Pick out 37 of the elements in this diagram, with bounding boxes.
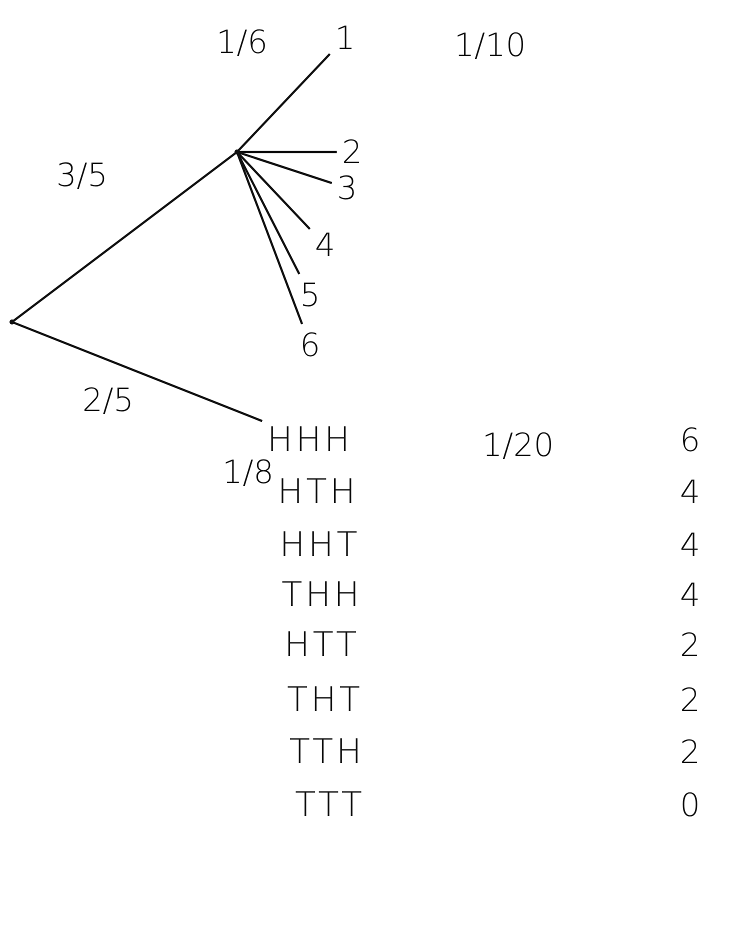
coin-outcome: THH	[280, 576, 364, 614]
coin-outcome: HTH	[276, 473, 360, 511]
coin-outcome: HTT	[282, 626, 362, 664]
probability-label: 1/20	[482, 429, 554, 461]
branch-line	[236, 152, 304, 324]
coin-outcome: HHH	[265, 421, 355, 459]
edge-label: 2/5	[82, 384, 134, 416]
branch-line	[236, 151, 311, 230]
edge-label: 3/5	[56, 159, 108, 191]
coin-outcome: TTT	[292, 786, 368, 824]
branch-point	[10, 320, 14, 324]
die-outcome: 5	[298, 277, 322, 313]
die-outcome: 6	[298, 327, 322, 363]
probability-label: 2	[680, 629, 700, 661]
coin-outcome: TTH	[287, 733, 367, 771]
probability-label: 6	[680, 424, 700, 456]
branch-line	[12, 320, 263, 422]
probability-label: 1/8	[222, 456, 274, 488]
die-outcome: 4	[312, 227, 338, 263]
edge-label: 1/6	[216, 26, 268, 58]
coin-outcome: HHT	[278, 526, 362, 564]
probability-label: 1/10	[454, 29, 526, 61]
probability-label: 4	[680, 579, 700, 611]
branch-line	[237, 150, 337, 154]
probability-label: 0	[680, 789, 700, 821]
branch-line	[11, 151, 238, 323]
probability-label: 2	[680, 684, 700, 716]
die-outcome: 2	[340, 134, 364, 170]
probability-label: 4	[680, 476, 700, 508]
branch-line	[236, 150, 332, 184]
coin-outcome: THT	[284, 681, 366, 719]
die-outcome: 3	[334, 170, 360, 206]
die-outcome: 1	[332, 20, 358, 56]
probability-label: 2	[680, 736, 700, 768]
branch-point	[234, 150, 240, 154]
branch-line	[236, 53, 331, 153]
probability-label: 4	[680, 529, 700, 561]
